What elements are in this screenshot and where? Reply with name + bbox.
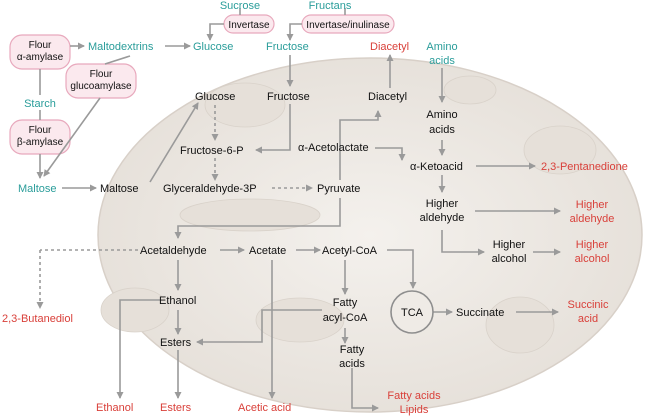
label-amino-acids-out-2: acids: [429, 55, 455, 67]
label-succinic-acid-1: Succinic: [568, 299, 609, 311]
label-esters: Esters: [160, 337, 192, 349]
label-higher-aldehyde-2: aldehyde: [420, 212, 465, 224]
label-flour-beta-2: β-amylase: [17, 137, 64, 148]
label-invertase: Invertase: [228, 20, 270, 31]
enzyme-pill-flour-gluco: [65, 63, 137, 99]
label-acetyl-coa: Acetyl-CoA: [322, 245, 378, 257]
label-fatty-acids-product: Fatty acids: [387, 390, 441, 402]
label-starch: Starch: [24, 98, 56, 110]
label-acetic-acid: Acetic acid: [238, 402, 291, 414]
label-glyceraldehyde-3p: Glyceraldehyde-3P: [163, 183, 257, 195]
label-higher-alcohol-2: alcohol: [492, 253, 527, 265]
label-diacetyl: Diacetyl: [368, 91, 407, 103]
label-flour-gluco-1: Flour: [90, 69, 113, 80]
label-diacetyl-product: Diacetyl: [370, 41, 409, 53]
label-fructose: Fructose: [267, 91, 310, 103]
label-flour-alpha-1: Flour: [29, 40, 52, 51]
tca-circle: [390, 290, 434, 334]
label-fructose-out: Fructose: [266, 41, 309, 53]
label-fatty-acyl-coa-2: acyl-CoA: [323, 312, 368, 324]
organelle-hints: [100, 75, 597, 354]
label-tca: TCA: [401, 307, 424, 319]
label-inulinase: Invertase/inulinase: [306, 20, 390, 31]
label-higher-aldehyde-product-1: Higher: [576, 199, 609, 211]
label-glucose-out: Glucose: [193, 41, 233, 53]
pathway-arrows: [36, 8, 561, 412]
label-glucose: Glucose: [195, 91, 235, 103]
label-sucrose: Sucrose: [220, 0, 260, 12]
label-acetaldehyde: Acetaldehyde: [140, 245, 207, 257]
label-amino-acids-1: Amino: [426, 109, 457, 121]
label-flour-beta-1: Flour: [29, 125, 52, 136]
label-lipids-product: Lipids: [400, 404, 429, 416]
label-fatty-acyl-coa-1: Fatty: [333, 297, 358, 309]
label-acetate: Acetate: [249, 245, 286, 257]
label-pentanedione: 2,3-Pentanedione: [541, 161, 628, 173]
label-ketoacid: α-Ketoacid: [410, 161, 463, 173]
label-flour-alpha-2: α-amylase: [17, 52, 64, 63]
label-flour-gluco-2: glucoamylase: [70, 81, 132, 92]
yeast-cell: [97, 57, 643, 413]
label-succinic-acid-2: acid: [578, 313, 598, 325]
label-acetolactate: α-Acetolactate: [298, 142, 369, 154]
label-fructose-6-p: Fructose-6-P: [180, 145, 244, 157]
label-higher-aldehyde-product-2: aldehyde: [570, 213, 615, 225]
label-amino-acids-2: acids: [429, 124, 455, 136]
label-higher-alcohol-1: Higher: [493, 239, 526, 251]
label-higher-alcohol-product-2: alcohol: [575, 253, 610, 265]
label-fructans: Fructans: [309, 0, 352, 12]
label-pyruvate: Pyruvate: [317, 183, 360, 195]
label-maltose: Maltose: [100, 183, 139, 195]
label-butanediol: 2,3-Butanediol: [2, 313, 73, 325]
label-fatty-acids-1: Fatty: [340, 344, 365, 356]
label-ethanol-product: Ethanol: [96, 402, 133, 414]
label-maltose-out: Maltose: [18, 183, 57, 195]
label-maltodextrins: Maltodextrins: [88, 41, 154, 53]
label-higher-alcohol-product-1: Higher: [576, 239, 609, 251]
label-fatty-acids-2: acids: [339, 358, 365, 370]
label-esters-product: Esters: [160, 402, 192, 414]
label-ethanol: Ethanol: [159, 295, 196, 307]
label-succinate: Succinate: [456, 307, 504, 319]
label-amino-acids-out-1: Amino: [426, 41, 457, 53]
label-higher-aldehyde-1: Higher: [426, 198, 459, 210]
